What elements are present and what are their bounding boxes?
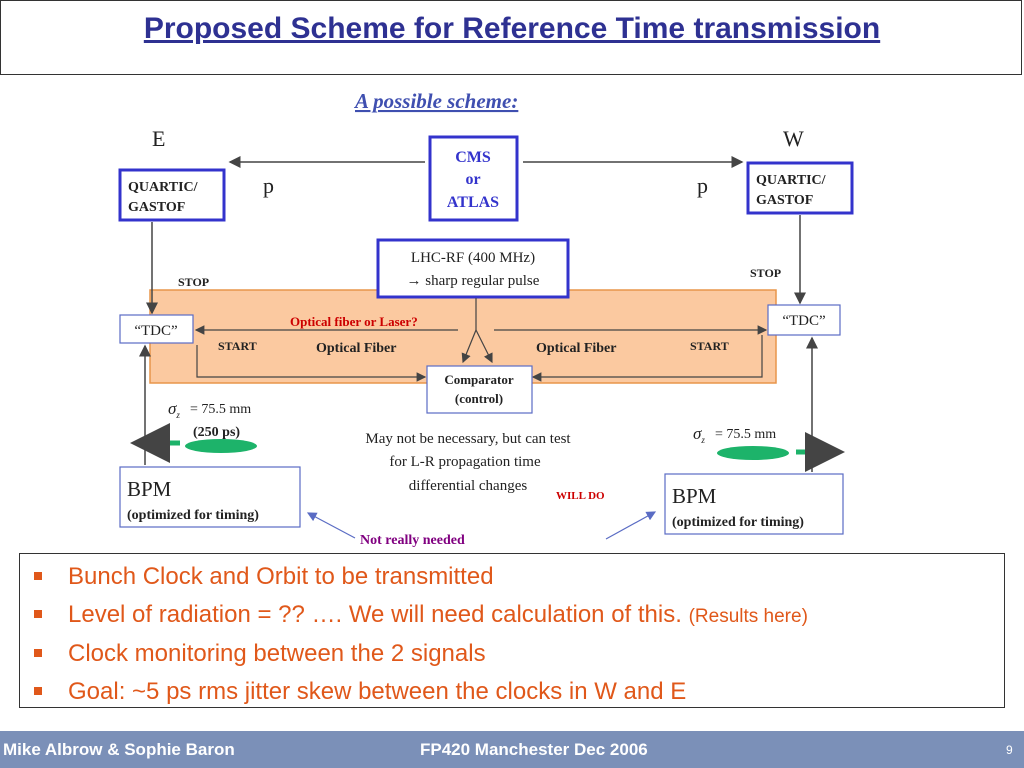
quartic-right-box xyxy=(746,161,854,215)
tdc-left-box xyxy=(119,314,194,344)
bpm-right-line2: (optimized for timing) xyxy=(672,515,804,530)
sigma-right-value: = 75.5 mm xyxy=(715,427,776,442)
return-path-right xyxy=(531,335,763,382)
bpm-right-box xyxy=(664,473,844,535)
quartic-left-line2: GASTOF xyxy=(128,200,185,215)
cms-line1: CMS xyxy=(455,149,491,166)
optical-question: Optical fiber or Laser? xyxy=(290,314,418,329)
cms-line3: ATLAS xyxy=(447,194,499,211)
east-label: E xyxy=(152,126,165,151)
rf-branch-left xyxy=(461,329,477,364)
bpm-left-line2: (optimized for timing) xyxy=(127,508,259,523)
bullet-square-icon xyxy=(34,609,42,618)
bullet-item: Clock monitoring between the 2 signals xyxy=(34,635,1004,673)
note-line2: for L-R propagation time xyxy=(389,454,541,470)
bullet-square-icon xyxy=(34,649,42,657)
fiber-left: Optical Fiber xyxy=(316,341,397,356)
will-do: WILL DO xyxy=(556,490,605,502)
footer-bar: Mike Albrow & Sophie Baron FP420 Manches… xyxy=(0,731,1024,768)
comparator-box xyxy=(426,365,533,414)
pointer-right xyxy=(605,511,657,540)
title-box xyxy=(0,0,1022,75)
sigma-left-value: = 75.5 mm xyxy=(190,402,251,417)
stop-right: STOP xyxy=(750,266,781,280)
pointer-left xyxy=(306,512,356,539)
bullet-list: Bunch Clock and Orbit to be transmitted … xyxy=(20,554,1004,710)
start-left: START xyxy=(218,339,257,353)
not-really-needed: Not really needed xyxy=(360,533,465,548)
sigma-left-symbol: σz xyxy=(168,399,180,420)
note-line1: May not be necessary, but can test xyxy=(365,431,571,447)
sigma-left-ps: (250 ps) xyxy=(193,425,240,440)
bullet-box: Bunch Clock and Orbit to be transmitted … xyxy=(19,553,1005,708)
bunch-right xyxy=(717,446,789,460)
west-label: W xyxy=(783,126,804,151)
footer-event: FP420 Manchester Dec 2006 xyxy=(420,740,648,759)
comparator-line1: Comparator xyxy=(444,372,514,387)
tdc-left: “TDC” xyxy=(134,323,177,339)
bpm-left-box xyxy=(119,466,301,528)
bullet-item: Goal: ~5 ps rms jitter skew between the … xyxy=(34,673,1004,711)
bullet-item: Bunch Clock and Orbit to be transmitted xyxy=(34,558,1004,596)
bpm-left-line1: BPM xyxy=(127,477,172,501)
lhc-rf-line1: LHC-RF (400 MHz) xyxy=(411,250,535,266)
results-link[interactable]: (Results here) xyxy=(688,605,808,627)
p-label-left: p xyxy=(263,173,274,198)
sigma-right-symbol: σz xyxy=(693,424,705,445)
p-label-right: p xyxy=(697,173,708,198)
bullet-square-icon xyxy=(34,686,42,695)
lhc-rf-box xyxy=(376,238,570,299)
footer-authors: Mike Albrow & Sophie Baron xyxy=(3,740,235,759)
scheme-heading: A possible scheme: xyxy=(353,89,518,113)
fiber-right: Optical Fiber xyxy=(536,341,617,356)
stop-left: STOP xyxy=(178,275,209,289)
scheme-diagram: A possible scheme: E W p p CMS or ATLAS … xyxy=(118,89,854,548)
bullet-text: Clock monitoring between the 2 signals xyxy=(68,640,486,667)
quartic-right-line1: QUARTIC/ xyxy=(756,173,827,188)
return-path-left xyxy=(196,345,427,382)
bullet-text: Goal: ~5 ps rms jitter skew between the … xyxy=(68,677,687,705)
note-line3: differential changes xyxy=(409,478,528,494)
cms-atlas-box xyxy=(428,135,519,222)
bullet-item: Level of radiation = ?? …. We will need … xyxy=(34,596,1004,636)
quartic-left-box xyxy=(118,168,226,222)
page-number: 9 xyxy=(1006,743,1013,757)
bullet-text: Level of radiation = ?? …. We will need … xyxy=(68,600,682,628)
tdc-right-box xyxy=(767,304,841,336)
lhc-rf-line2: → sharp regular pulse xyxy=(407,273,540,289)
quartic-left-line1: QUARTIC/ xyxy=(128,180,199,195)
slide-title: Proposed Scheme for Reference Time trans… xyxy=(143,12,881,45)
comparator-line2: (control) xyxy=(455,391,503,406)
rf-branch-right xyxy=(475,329,493,364)
bullet-square-icon xyxy=(34,572,42,580)
bpm-right-line1: BPM xyxy=(672,484,717,508)
quartic-right-line2: GASTOF xyxy=(756,193,813,208)
cms-line2: or xyxy=(465,171,480,188)
tdc-right: “TDC” xyxy=(782,313,825,329)
start-right: START xyxy=(690,339,729,353)
bunch-left xyxy=(185,439,257,453)
bullet-text: Bunch Clock and Orbit to be transmitted xyxy=(68,563,494,590)
